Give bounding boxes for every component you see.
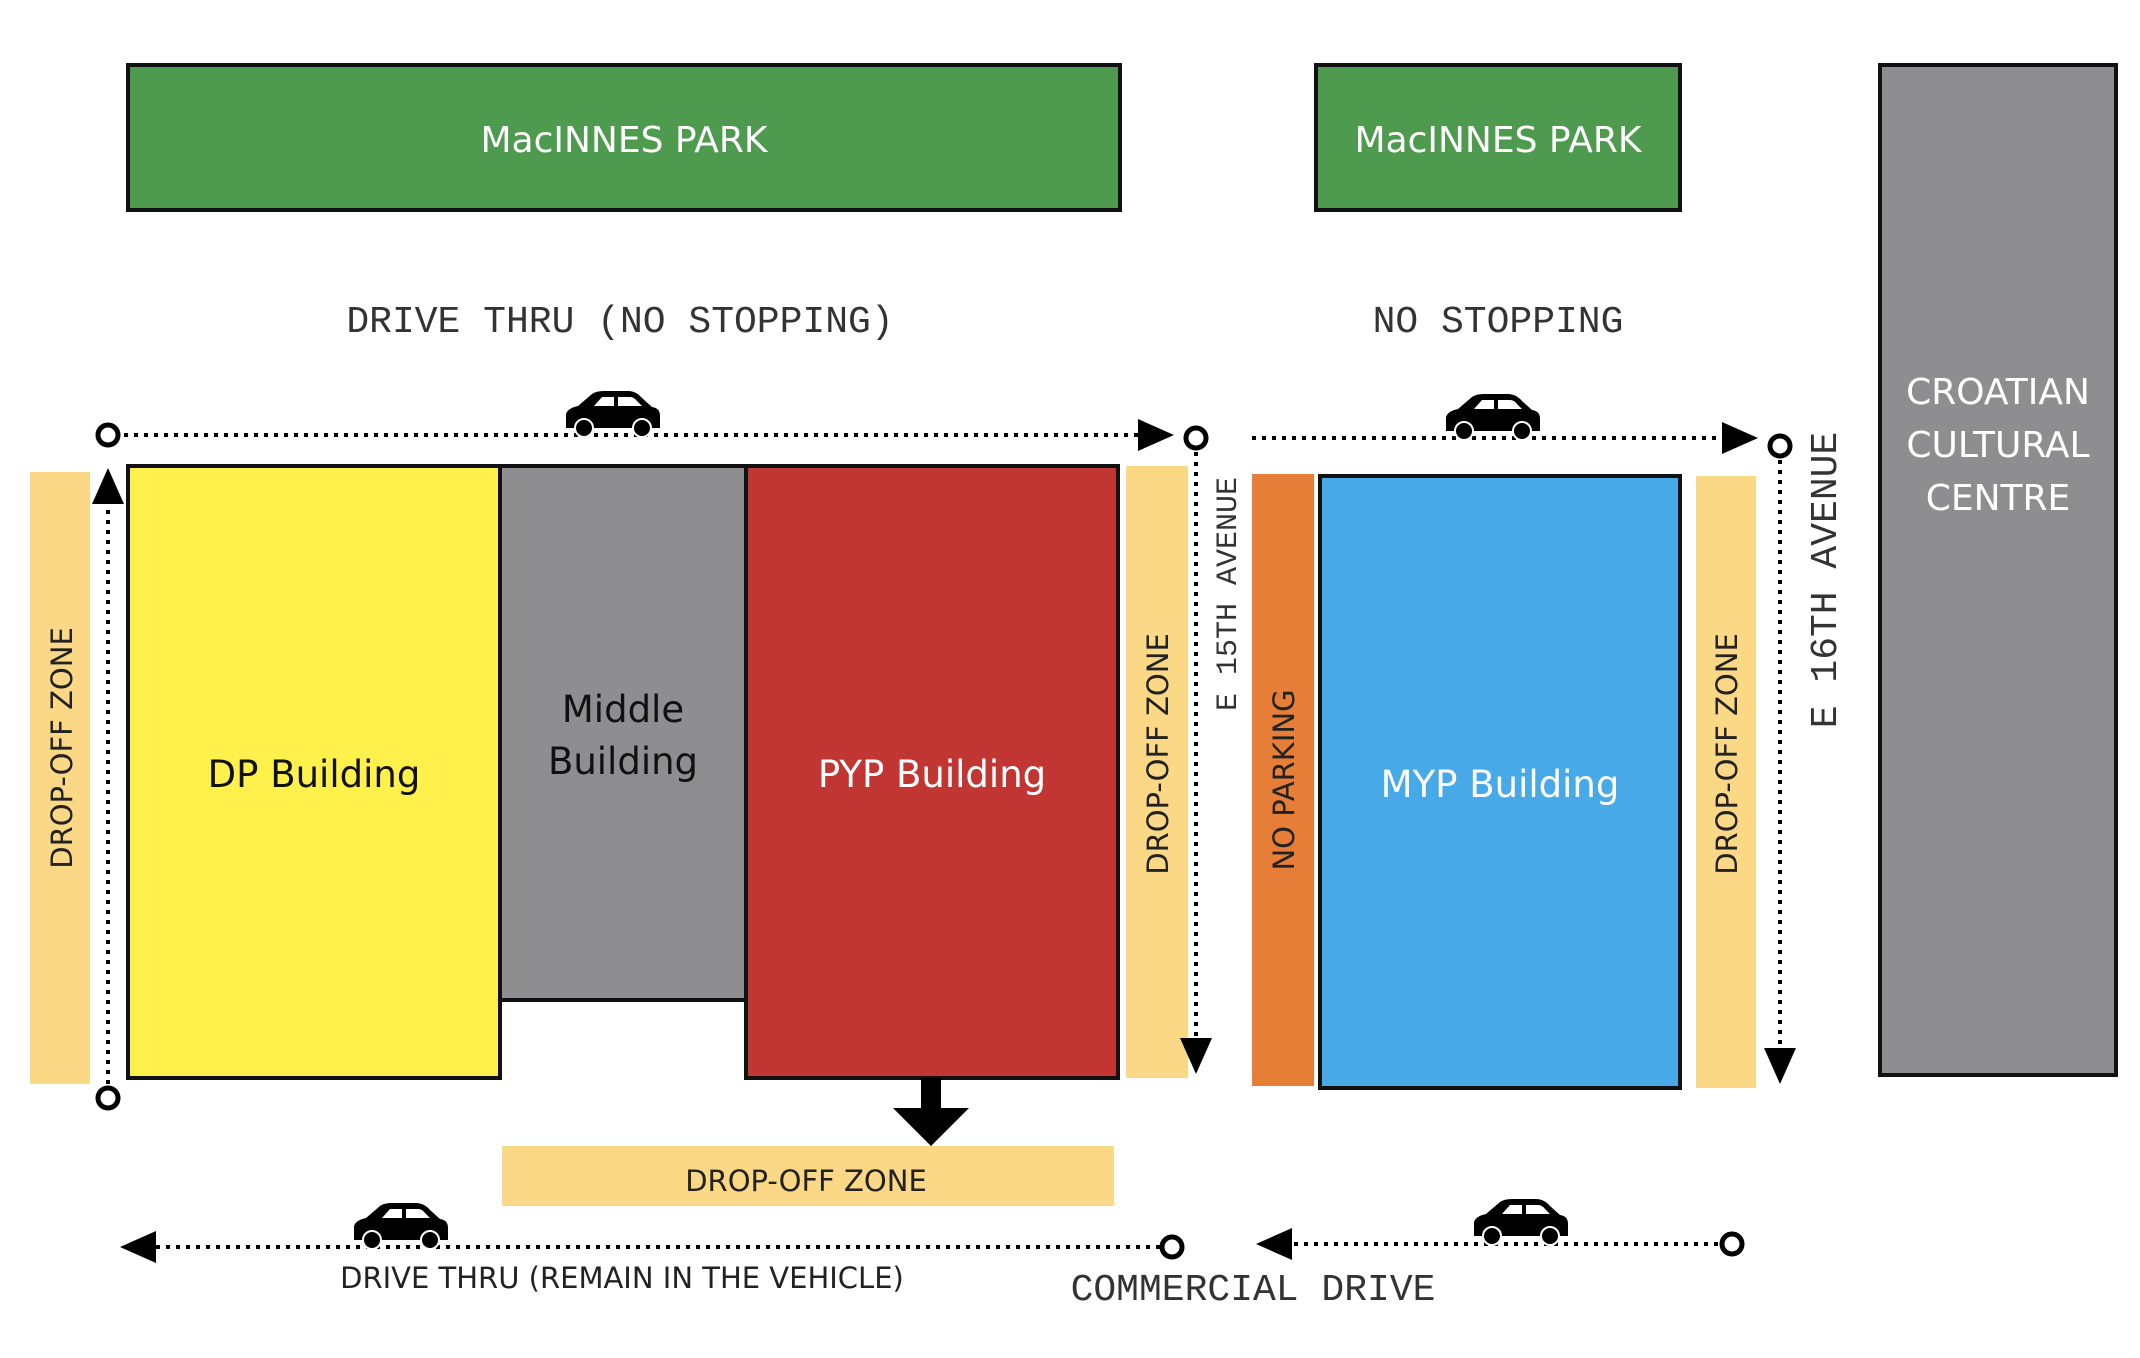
dp-building bbox=[126, 464, 502, 1080]
no-stopping-label: NO STOPPING bbox=[1373, 301, 1624, 344]
dropoff-zone-bottom bbox=[502, 1146, 1114, 1206]
dropoff-zone-bottom-label: DROP-OFF ZONE bbox=[685, 1164, 927, 1198]
dropoff-zone-pyp bbox=[1126, 466, 1188, 1078]
pyp-building-label: PYP Building bbox=[818, 753, 1046, 796]
dropoff-zone-left-label: DROP-OFF ZONE bbox=[45, 627, 79, 869]
myp-building bbox=[1318, 474, 1682, 1090]
route-start-circle-icon bbox=[95, 1085, 121, 1111]
route-start-circle-icon bbox=[1719, 1231, 1745, 1257]
croatian-label-line2: CULTURAL bbox=[1906, 425, 2089, 466]
route-start-circle-icon bbox=[1159, 1234, 1185, 1260]
croatian-label-line1: CROATIAN bbox=[1906, 372, 2090, 413]
route-start-circle-icon bbox=[1183, 425, 1209, 451]
car-icon bbox=[1473, 1198, 1569, 1246]
croatian-cultural-centre bbox=[1878, 63, 2118, 1077]
no-parking-zone bbox=[1252, 474, 1314, 1086]
e15-avenue-label: E 15TH AVENUE bbox=[1212, 477, 1246, 711]
dropoff-zone-left bbox=[30, 472, 90, 1084]
macinnes-park-right bbox=[1314, 63, 1682, 212]
car-icon bbox=[565, 390, 661, 438]
e16-avenue-label: E 16TH AVENUE bbox=[1805, 432, 1848, 728]
macinnes-park-left bbox=[126, 63, 1122, 212]
macinnes-park-right-label: MacINNES PARK bbox=[1354, 120, 1642, 161]
drive-thru-bottom-label: DRIVE THRU (REMAIN IN THE VEHICLE) bbox=[340, 1261, 904, 1295]
macinnes-park-left-label: MacINNES PARK bbox=[480, 120, 768, 161]
route-start-circle-icon bbox=[1767, 433, 1793, 459]
middle-building-label-line1: Middle bbox=[562, 688, 684, 731]
croatian-label-line3: CENTRE bbox=[1926, 478, 2071, 519]
dropoff-zone-myp bbox=[1696, 476, 1756, 1088]
car-icon bbox=[353, 1202, 449, 1250]
dropoff-zone-myp-label: DROP-OFF ZONE bbox=[1710, 633, 1744, 875]
drive-thru-top-label: DRIVE THRU (NO STOPPING) bbox=[346, 301, 893, 344]
no-parking-label: NO PARKING bbox=[1267, 689, 1301, 870]
route-start-circle-icon bbox=[95, 422, 121, 448]
down-arrow-icon bbox=[893, 1078, 969, 1146]
myp-building-label: MYP Building bbox=[1381, 763, 1620, 806]
pyp-building bbox=[744, 464, 1120, 1080]
middle-building bbox=[498, 464, 748, 1002]
commercial-drive-label: COMMERCIAL DRIVE bbox=[1071, 1269, 1436, 1312]
car-icon bbox=[1445, 393, 1541, 441]
dropoff-zone-pyp-label: DROP-OFF ZONE bbox=[1141, 633, 1175, 875]
dp-building-label: DP Building bbox=[208, 753, 421, 796]
middle-building-label-line2: Building bbox=[548, 740, 698, 783]
